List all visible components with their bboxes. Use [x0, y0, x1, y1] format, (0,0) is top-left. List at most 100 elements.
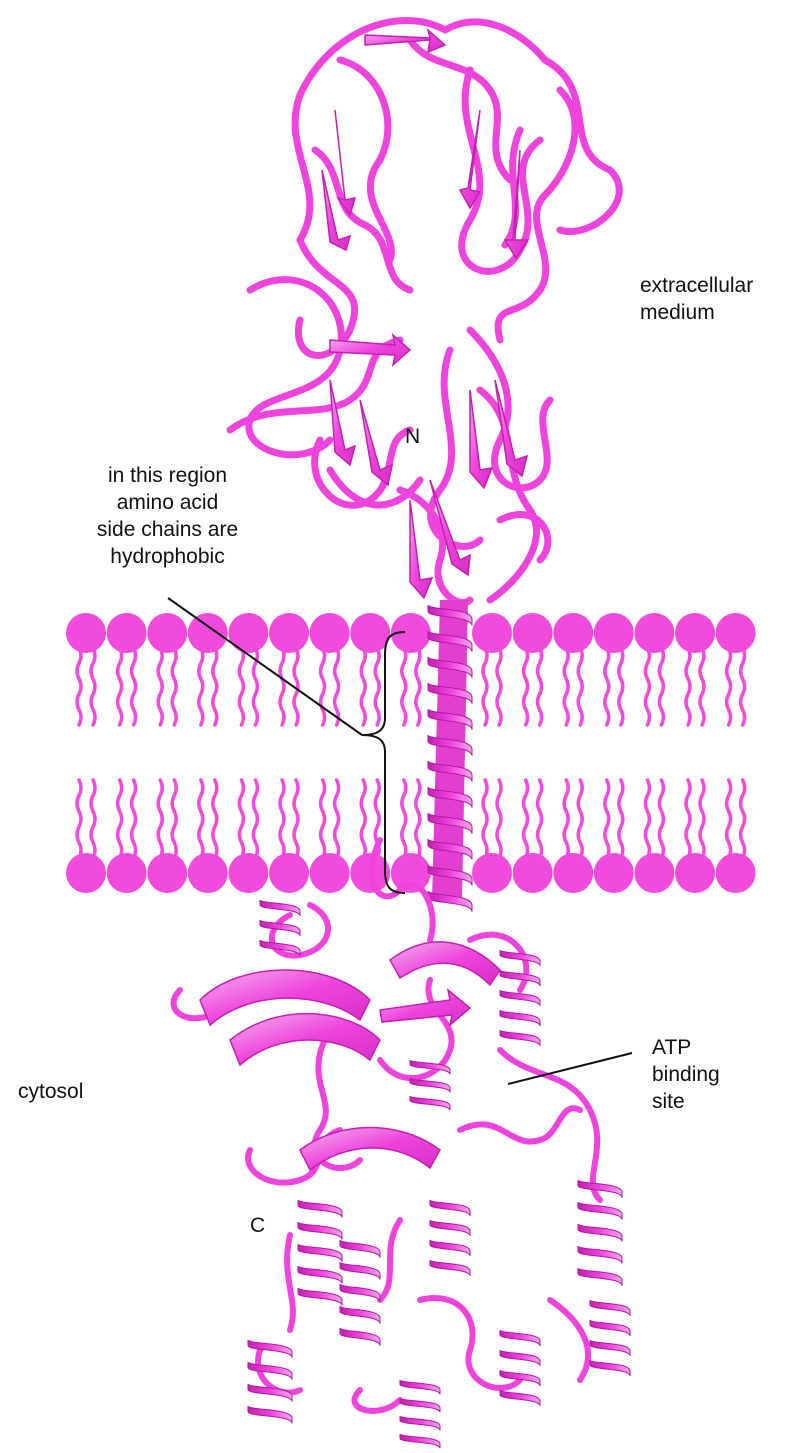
kinase-helix-turn [410, 1096, 450, 1110]
lipid-tail [239, 780, 243, 858]
lipid-head-outer [310, 613, 350, 653]
n-terminus-label: N [405, 423, 420, 450]
hydrophobic-label-line-4: hydrophobic [60, 543, 275, 570]
kinase-helix-turn [430, 1240, 470, 1256]
lipid-tail [483, 780, 487, 858]
lipid-head-inner [228, 853, 268, 893]
kinase-domain [174, 840, 600, 1411]
kinase-helix-turn [298, 1288, 342, 1306]
lipid-bilayer [66, 613, 756, 893]
kinase-helix-turn [298, 1222, 342, 1240]
lipid-head-inner [716, 853, 756, 893]
lipid-tail [118, 648, 122, 725]
kinase-helix-turn [578, 1224, 622, 1242]
kinase-helix-turn [500, 1390, 540, 1406]
kinase-helix-turn [578, 1268, 622, 1286]
kinase-helix-turn [500, 970, 540, 986]
lipid-tail [91, 648, 95, 725]
extracellular-label-line-1: extracellular [640, 272, 753, 299]
hydrophobic-label-line-1: in this region [60, 462, 275, 489]
kinase-helix-turn [430, 1260, 470, 1276]
lipid-tail [416, 780, 420, 858]
lipid-head-inner [513, 853, 553, 893]
kinase-helix-turn [298, 1200, 342, 1218]
lipid-tail [77, 780, 81, 858]
lipid-tail [564, 648, 568, 725]
kinase-helix-turn [248, 1340, 292, 1358]
lipid-tail [578, 780, 582, 858]
atp-label-line-3: site [652, 1088, 720, 1115]
kinase-helix-turn [340, 1328, 380, 1346]
lipid-head-outer [107, 613, 147, 653]
lipid-tail [524, 648, 528, 725]
lipid-tail [686, 648, 690, 725]
lipid-tail [402, 780, 406, 858]
lipid-head-inner [594, 853, 634, 893]
lipid-tail [700, 648, 704, 725]
lipid-tail [483, 648, 487, 725]
lipid-tail [280, 648, 284, 725]
lipid-head-outer [66, 613, 106, 653]
extracellular-domain [230, 20, 619, 602]
lipid-tail [132, 648, 136, 725]
kinase-helix-turn [400, 1398, 440, 1412]
lipid-tail [538, 648, 542, 725]
inner-lipid-tails [77, 780, 745, 858]
lipid-tail [686, 780, 690, 858]
lipid-tail [132, 780, 136, 858]
lipid-tail [578, 648, 582, 725]
lipid-head-outer [147, 613, 187, 653]
lipid-tail [77, 648, 81, 725]
outer-lipid-tails [77, 648, 745, 725]
atp-label-line-2: binding [652, 1061, 720, 1088]
lipid-head-outer [594, 613, 634, 653]
kinase-helix-turn [340, 1240, 380, 1258]
lipid-tail [402, 648, 406, 725]
lipid-tail [619, 780, 623, 858]
transmembrane-helix [428, 600, 472, 912]
lipid-tail [645, 780, 649, 858]
lipid-tail [239, 648, 243, 725]
lipid-tail [538, 780, 542, 858]
lipid-tail [375, 648, 379, 725]
kinase-helix-turn [578, 1202, 622, 1220]
lipid-tail [294, 780, 298, 858]
lipid-tail [118, 780, 122, 858]
kinase-ribbons [200, 942, 500, 1170]
lipid-tail [280, 780, 284, 858]
kinase-helix-turn [340, 1284, 380, 1302]
outer-lipid-heads [66, 613, 756, 653]
lipid-head-outer [634, 613, 674, 653]
kinase-helix-turn [500, 1010, 540, 1026]
lipid-head-outer [269, 613, 309, 653]
lipid-tail [321, 648, 325, 725]
kinase-helix-turn [500, 1030, 540, 1046]
lipid-tail [213, 780, 217, 858]
kinase-helix-turn [578, 1180, 622, 1198]
lipid-head-outer [716, 613, 756, 653]
kinase-helix-turn [590, 1340, 630, 1356]
lipid-tail [605, 648, 609, 725]
lipid-head-outer [553, 613, 593, 653]
hydrophobic-label-line-3: side chains are [60, 516, 275, 543]
lipid-tail [172, 648, 176, 725]
lipid-head-inner [675, 853, 715, 893]
lipid-head-outer [188, 613, 228, 653]
kinase-helix-turn [340, 1306, 380, 1324]
lipid-tail [659, 648, 663, 725]
c-terminus-label: C [250, 1212, 265, 1239]
atp-label-line-1: ATP [652, 1034, 720, 1061]
lipid-head-outer [675, 613, 715, 653]
kinase-helix-turn [590, 1360, 630, 1376]
lipid-tail [91, 780, 95, 858]
kinase-helix-turn [400, 1380, 440, 1394]
lipid-tail [659, 780, 663, 858]
lipid-tail [741, 648, 745, 725]
lipid-head-inner [472, 853, 512, 893]
kinase-helix-turn [590, 1320, 630, 1336]
lipid-head-outer [350, 613, 390, 653]
lipid-tail [497, 780, 501, 858]
kinase-helix-turn [248, 1362, 292, 1380]
kinase-helix-turn [430, 1220, 470, 1236]
